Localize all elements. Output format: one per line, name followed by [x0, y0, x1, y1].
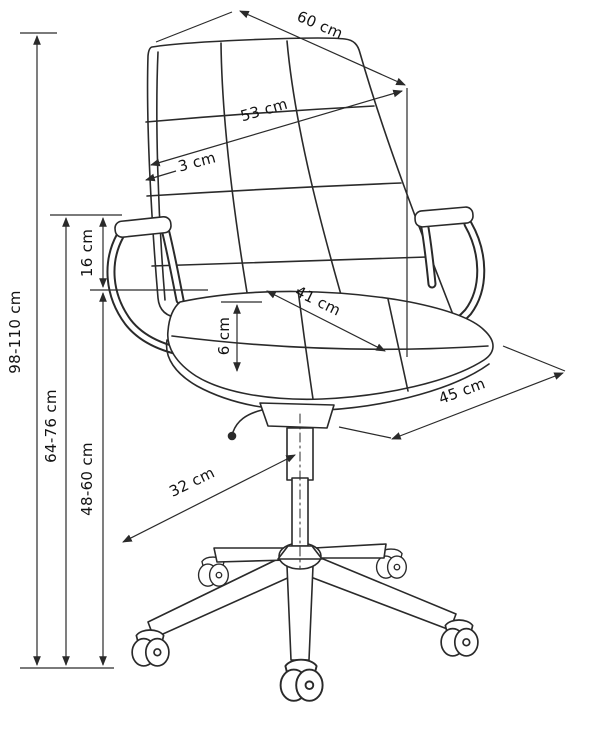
- dim-label-armrest-above-seat: 16 cm: [78, 228, 96, 278]
- adjustment-lever: [232, 409, 263, 433]
- dim-line-base-radius: [122, 454, 296, 543]
- backrest-seam-vertical: [220, 42, 253, 323]
- caster-front: [279, 658, 324, 702]
- base-legs: [147, 543, 457, 661]
- caster-right: [440, 619, 479, 657]
- dimension-lines: [20, 10, 566, 669]
- dim-leader-backrest-thickness: [145, 170, 177, 182]
- base-leg-back-left: [213, 547, 289, 563]
- dim-line-backrest-width: [150, 89, 403, 167]
- extension-line-seat-front: [338, 426, 392, 439]
- dim-label-cushion-thickness: 6 cm: [215, 316, 233, 356]
- dim-label-seat-height: 48-60 cm: [78, 442, 96, 516]
- seat-mechanism: [227, 402, 335, 441]
- backrest-seam-horizontal: [146, 182, 402, 197]
- extension-line-width-left: [155, 11, 233, 43]
- right-armrest-pad: [414, 206, 474, 228]
- left-armrest-pad: [114, 216, 172, 238]
- dim-label-overall-height: 98-110 cm: [6, 290, 24, 374]
- base-leg-back-right: [311, 543, 387, 559]
- caster-left: [131, 629, 170, 667]
- extension-line-seat-right: [502, 345, 566, 372]
- base-leg-front: [286, 565, 314, 661]
- left-armrest: [106, 216, 200, 359]
- dim-line-seat-width: [266, 290, 386, 352]
- dim-line-seat-depth: [391, 372, 564, 440]
- dim-label-armrest-height: 64-76 cm: [42, 389, 60, 463]
- dim-line-overall-width: [239, 10, 406, 86]
- chair: [106, 37, 494, 702]
- backrest-seam-horizontal: [151, 256, 428, 267]
